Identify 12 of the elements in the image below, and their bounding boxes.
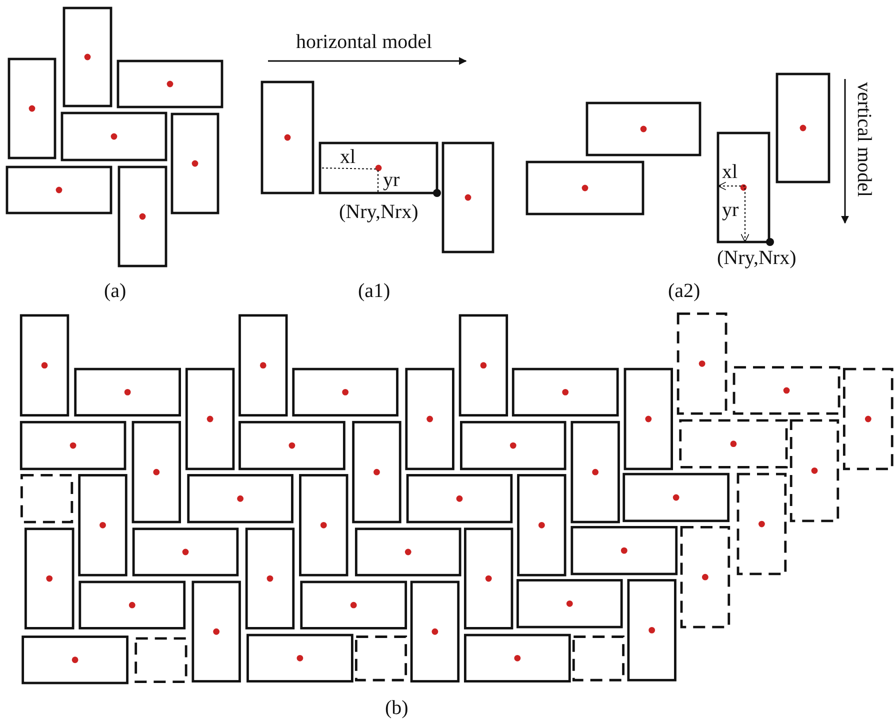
panel-label: (a2) xyxy=(668,280,700,302)
dimension-label: xl xyxy=(722,161,738,183)
coordinate-label: (Nry,Nrx) xyxy=(717,247,796,269)
panel-label: (a) xyxy=(104,280,126,302)
dimension-label: yr xyxy=(383,169,400,191)
coordinate-label: (Nry,Nrx) xyxy=(339,201,418,223)
dimension-label: xl xyxy=(340,146,356,168)
model-label: horizontal model xyxy=(296,31,432,53)
panel-label: (a1) xyxy=(358,280,390,302)
model-label: vertical model xyxy=(853,82,875,197)
panel-label: (b) xyxy=(385,697,408,719)
dimension-label: yr xyxy=(722,199,739,221)
